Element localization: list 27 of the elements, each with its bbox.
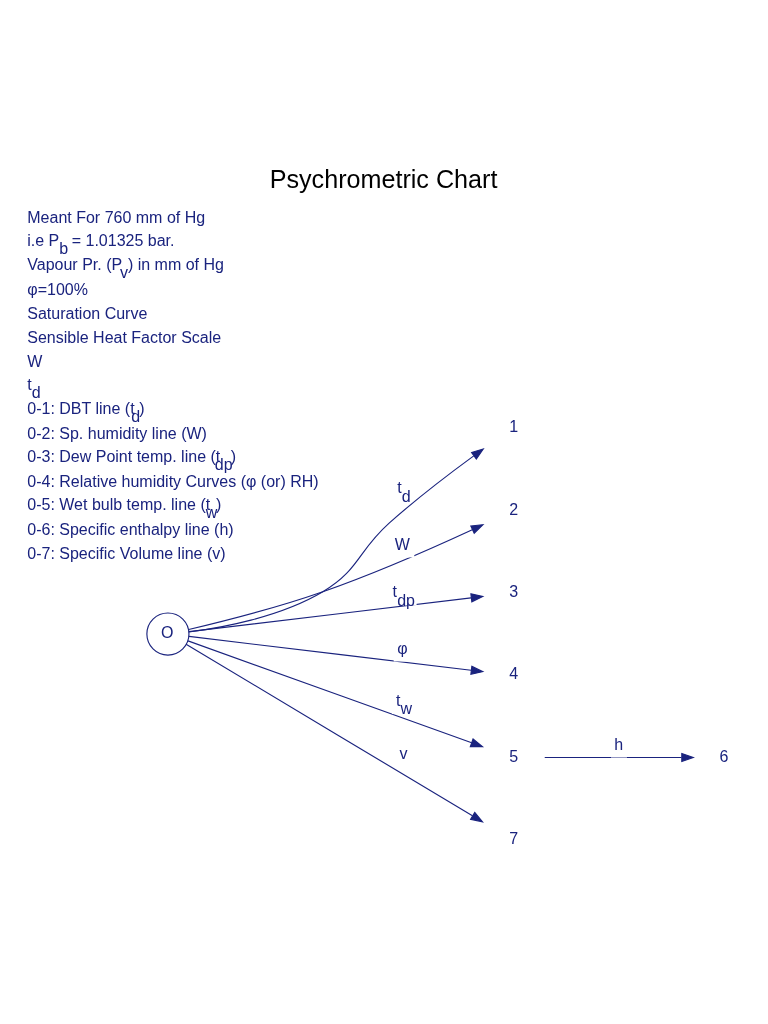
label: 0-7: Specific Volume line (v) xyxy=(27,544,226,562)
arrow xyxy=(185,643,484,823)
node-text: 6 xyxy=(719,747,729,765)
arrow xyxy=(188,593,485,633)
edge-label: h xyxy=(614,736,624,754)
arrow xyxy=(188,447,485,633)
edge-label: φ xyxy=(397,640,408,658)
node-circle: O xyxy=(146,612,190,656)
node-text: 3 xyxy=(509,583,519,601)
node-text: 1 xyxy=(509,418,519,436)
label: Sensible Heat Factor Scale xyxy=(27,328,222,346)
arrow xyxy=(188,524,485,631)
node-text: 7 xyxy=(509,830,519,848)
label: Saturation Curve xyxy=(27,304,148,322)
label: Meant For 760 mm of Hg xyxy=(27,208,206,226)
label: 0-6: Specific enthalpy line (h) xyxy=(27,520,234,538)
label: φ=100% xyxy=(27,280,88,298)
edge-label: v xyxy=(399,745,408,763)
arrow xyxy=(187,640,485,748)
node-text: 2 xyxy=(509,500,519,518)
node-text: 5 xyxy=(509,747,519,765)
edge-label: W xyxy=(394,536,410,554)
node-text: 4 xyxy=(509,665,519,683)
label: W xyxy=(27,352,43,370)
diagram-title: Psychrometric Chart xyxy=(269,165,498,194)
label: 0-4: Relative humidity Curves (φ (or) RH) xyxy=(27,472,319,490)
label: 0-2: Sp. humidity line (W) xyxy=(27,424,207,442)
